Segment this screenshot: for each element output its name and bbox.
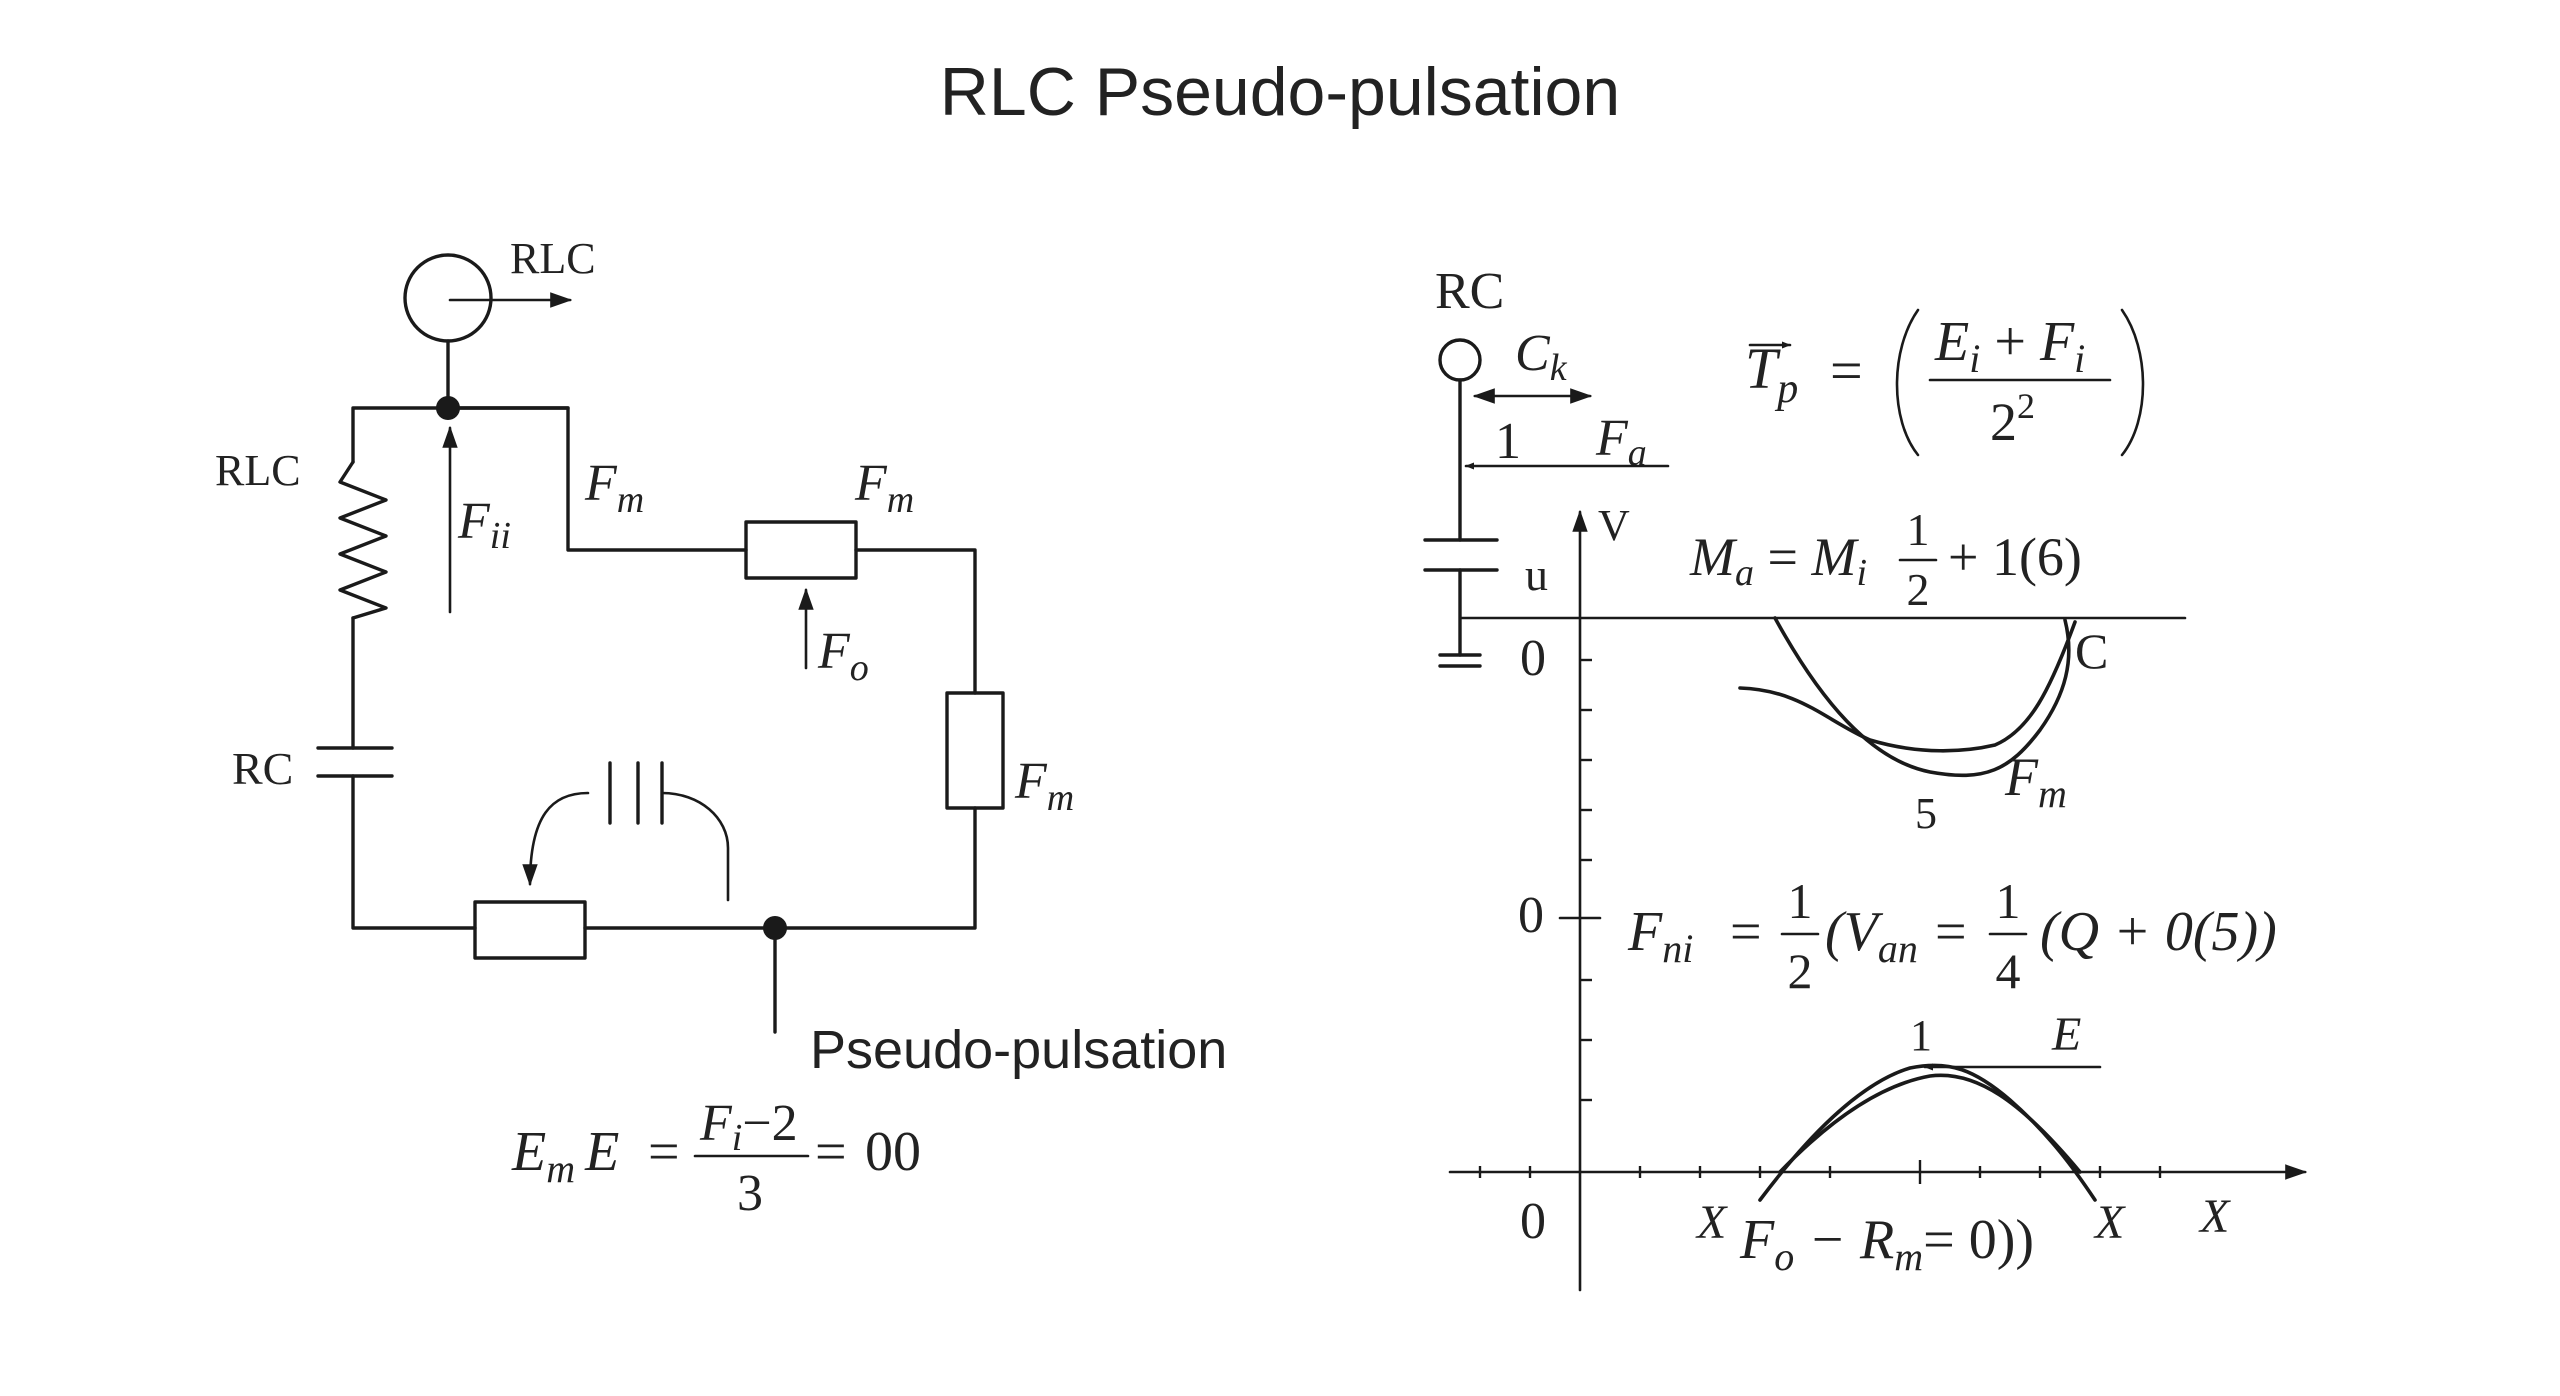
x-axis-label: X: [2198, 1190, 2231, 1243]
tp-lhs: Tp: [1745, 336, 1798, 412]
dip-curve-2: [1738, 620, 2077, 753]
tp-denominator: 22: [1990, 386, 2035, 452]
fm-label: Fm: [2004, 747, 2067, 816]
bell-curve-2: [1778, 1073, 2082, 1174]
fni-equals: =: [1730, 901, 1762, 963]
fni-lhs: Fni: [1627, 901, 1693, 971]
right-wire: [583, 806, 977, 930]
fni-mid: (Van: [1825, 901, 1918, 971]
probe-terminal-icon: [1438, 338, 1482, 382]
source-label: RLC: [510, 234, 596, 283]
resistor-label: RLC: [215, 446, 301, 495]
fni-frac1-den: 2: [1788, 943, 1813, 999]
top-resistor-icon: [744, 520, 858, 580]
bottom-resistor-icon: [473, 900, 587, 960]
ma-rest: + 1(6): [1948, 527, 2082, 587]
axis-ticks: [1478, 658, 2162, 1184]
c-label: C: [2075, 623, 2108, 679]
tp-numerator: Ei + Fi: [1934, 311, 2085, 381]
tp-right-paren: [2120, 308, 2145, 457]
bottom-equation: Fo − Rm= 0)): [1739, 1209, 2034, 1279]
ma-equation: Ma = Mi 1 2 + 1(6): [1689, 504, 2082, 615]
capacitor-curve: [660, 791, 730, 902]
fa-label: Fa: [1595, 410, 1647, 474]
zero-label-top: 0: [1520, 630, 1546, 687]
ma-frac-den: 2: [1907, 564, 1930, 615]
zero-label-bottom: 0: [1520, 1193, 1546, 1250]
equation-equals-1: =: [648, 1121, 680, 1183]
fni-frac2-num: 1: [1996, 873, 2021, 929]
zigzag-resistor-icon: [338, 460, 388, 620]
ck-label: Ck: [1515, 325, 1568, 389]
equation-denominator: 3: [737, 1165, 763, 1222]
right-resistor-icon: [945, 691, 1005, 810]
circuit-diagram: RLC RLC RC Fii Fm Fm Fo Fm: [215, 234, 1227, 1222]
right-resistor-label: Fm: [1014, 753, 1074, 819]
curved-arrow-icon: [522, 791, 590, 887]
graph-panel: RC u Ck 1 Fa Tp = Ei + Fi 22 V: [1423, 263, 2308, 1292]
fni-equation: Fni = 1 2 (Van = 1 4 (Q + 0(5)): [1627, 873, 2277, 999]
one-peak-label: 1: [1910, 1011, 1932, 1060]
v-axis-label: V: [1598, 501, 1630, 550]
fni-frac2-den: 4: [1996, 943, 2021, 999]
force-up-label: Fii: [457, 493, 511, 557]
five-label: 5: [1915, 789, 1937, 838]
fni-rest: (Q + 0(5)): [2040, 901, 2277, 963]
x-right-label: X: [2093, 1196, 2126, 1249]
tp-left-paren: [1895, 308, 1920, 457]
fni-equals-2: =: [1935, 901, 1967, 963]
equation-equals-2: =: [815, 1121, 847, 1183]
rc-label: RC: [1435, 263, 1504, 320]
u-label: u: [1525, 549, 1548, 600]
ma-lhs: Ma = Mi: [1689, 527, 1867, 594]
e-label: E: [2051, 1008, 2081, 1061]
fni-frac1-num: 1: [1788, 873, 1813, 929]
top-wire-label: Fm: [584, 455, 644, 521]
dip-curve-1: [1773, 616, 2071, 778]
equation-numerator: Fi−2: [699, 1095, 798, 1159]
page-title: RLC Pseudo-pulsation: [940, 54, 1620, 130]
top-wire: [446, 406, 977, 695]
capacitor-label: RC: [232, 743, 293, 794]
x-left-label: X: [1695, 1196, 1728, 1249]
ma-frac-num: 1: [1907, 504, 1930, 555]
one-label: 1: [1495, 413, 1521, 470]
resistor-arrow-label: Fo: [817, 623, 869, 689]
left-wire: [351, 406, 570, 930]
circuit-caption: Pseudo-pulsation: [810, 1020, 1227, 1080]
equation-result: 00: [865, 1121, 921, 1183]
tp-equals: =: [1830, 338, 1863, 403]
zero-label-mid: 0: [1518, 887, 1544, 944]
voltage-source-icon: [403, 253, 493, 343]
resistor-top-label: Fm: [854, 455, 914, 521]
tp-equation: Tp = Ei + Fi 22: [1745, 308, 2145, 457]
